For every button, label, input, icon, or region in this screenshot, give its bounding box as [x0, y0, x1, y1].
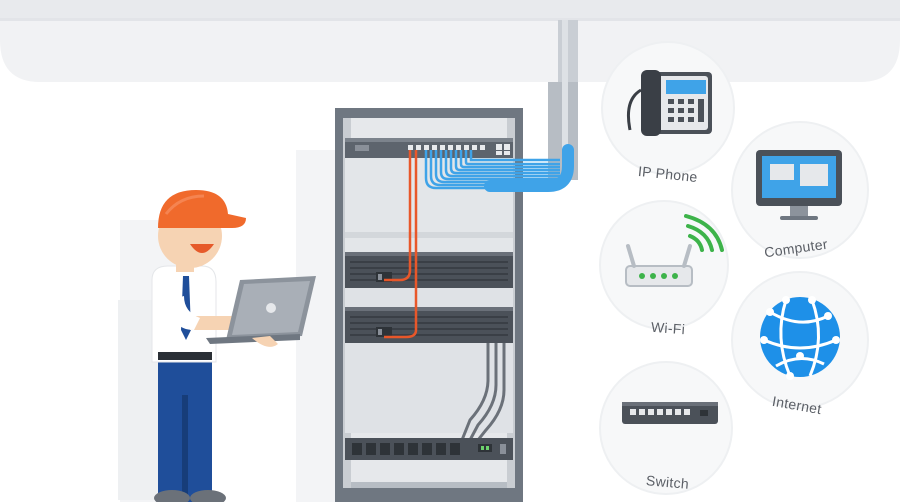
device-label-wifi: Wi-Fi [650, 318, 686, 338]
orange-network-cables [384, 150, 418, 339]
ip-phone-icon [626, 70, 712, 136]
blue-network-cables [424, 150, 560, 190]
ceiling [0, 0, 900, 82]
technician [151, 190, 248, 502]
computer-icon [756, 150, 842, 220]
wifi-router-icon [625, 214, 724, 287]
globe-icon [760, 296, 840, 380]
network-switch-icon [622, 402, 718, 424]
blue-cable-bundle [484, 144, 574, 192]
laptop [206, 276, 316, 347]
